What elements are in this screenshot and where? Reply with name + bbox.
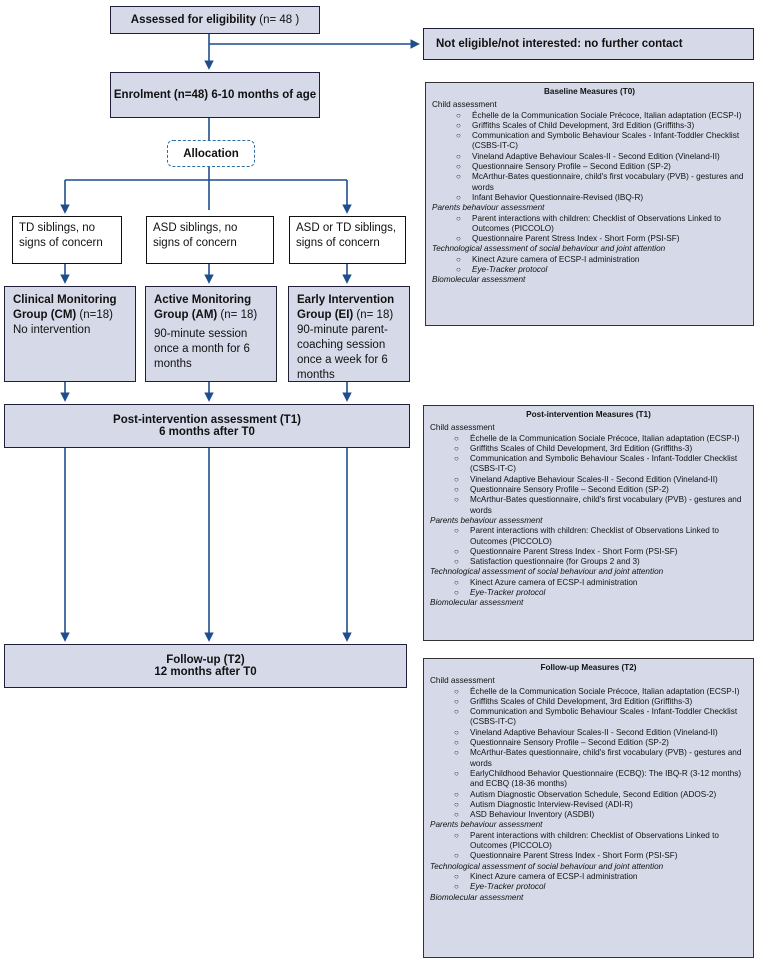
list-item: EarlyChildhood Behavior Questionnaire (E… [454, 769, 747, 790]
baseline-bio-label: Biomolecular assessment [432, 275, 526, 285]
list-item: Griffiths Scales of Child Development, 3… [454, 697, 747, 708]
list-item: Parent interactions with children: Check… [454, 526, 747, 547]
group-cm-desc: No intervention [13, 324, 91, 336]
list-item: Griffiths Scales of Child Development, 3… [456, 121, 747, 132]
list-item: Communication and Symbolic Behaviour Sca… [456, 131, 747, 152]
list-item: McArthur-Bates questionnaire, child's fi… [454, 748, 747, 769]
baseline-parents-list: Parent interactions with children: Check… [432, 214, 747, 245]
baseline-parents-label: Parents behaviour assessment [432, 203, 545, 213]
group-cm-title: Clinical Monitoring Group (CM) [13, 294, 117, 321]
subgroup-td-label: TD siblings, no signs of concern [19, 222, 103, 249]
post-parents-label: Parents behaviour assessment [430, 515, 543, 525]
group-ei-title: Early Intervention Group (EI) [297, 294, 395, 321]
group-ei-box: Early Intervention Group (EI) (n= 18) 90… [288, 286, 410, 382]
baseline-tech-label: Technological assessment of social behav… [432, 244, 666, 254]
post-measures-panel: Post-intervention Measures (T1) Child as… [423, 405, 754, 641]
followup-box: Follow-up (T2) 12 months after T0 [4, 644, 407, 688]
eligibility-box: Assessed for eligibility (n= 48 ) [110, 6, 320, 34]
list-item: Questionnaire Parent Stress Index - Shor… [454, 547, 747, 558]
post-assessment-box: Post-intervention assessment (T1) 6 mont… [4, 404, 410, 448]
list-item: Satisfaction questionnaire (for Groups 2… [454, 557, 747, 568]
subgroup-asd-box: ASD siblings, no signs of concern [146, 216, 274, 264]
list-item: McArthur-Bates questionnaire, child's fi… [456, 172, 747, 193]
list-item: Échelle de la Communication Sociale Préc… [456, 111, 747, 122]
baseline-child-list: Échelle de la Communication Sociale Préc… [432, 111, 747, 204]
list-item: Communication and Symbolic Behaviour Sca… [454, 454, 747, 475]
post-assessment-line2: 6 months after T0 [159, 426, 255, 438]
followup-measures-panel: Follow-up Measures (T2) Child assessment… [423, 658, 754, 958]
list-item: Parent interactions with children: Check… [456, 214, 747, 235]
list-item: Eye-Tracker protocol [454, 588, 747, 599]
not-eligible-label: Not eligible/not interested: no further … [436, 38, 683, 50]
group-am-box: Active Monitoring Group (AM) (n= 18) 90-… [145, 286, 277, 382]
followup-line2: 12 months after T0 [154, 666, 257, 678]
group-cm-n: (n=18) [76, 309, 113, 321]
list-item: Questionnaire Sensory Profile – Second E… [456, 162, 747, 173]
post-child-list: Échelle de la Communication Sociale Préc… [430, 434, 747, 516]
list-item: Kinect Azure camera of ECSP-I administra… [454, 872, 747, 883]
list-item: Questionnaire Parent Stress Index - Shor… [456, 234, 747, 245]
post-assessment-line1: Post-intervention assessment (T1) [113, 414, 301, 426]
list-item: Échelle de la Communication Sociale Préc… [454, 687, 747, 698]
subgroup-td-box: TD siblings, no signs of concern [12, 216, 122, 264]
list-item: Échelle de la Communication Sociale Préc… [454, 434, 747, 445]
enrolment-label: Enrolment (n=48) 6-10 months of age [113, 89, 317, 101]
group-ei-desc: 90-minute parent-coaching session once a… [297, 324, 388, 381]
followup-measures-title: Follow-up Measures (T2) [540, 663, 637, 672]
list-item: Autism Diagnostic Observation Schedule, … [454, 790, 747, 801]
baseline-child-label: Child assessment [432, 100, 497, 110]
post-tech-label: Technological assessment of social behav… [430, 567, 664, 577]
list-item: Questionnaire Parent Stress Index - Shor… [454, 851, 747, 862]
list-item: Questionnaire Sensory Profile – Second E… [454, 738, 747, 749]
eligibility-count: (n= 48 ) [256, 14, 300, 26]
followup-tech-list: Kinect Azure camera of ECSP-I administra… [430, 872, 747, 893]
list-item: Parent interactions with children: Check… [454, 831, 747, 852]
list-item: Vineland Adaptive Behaviour Scales-II - … [454, 475, 747, 486]
post-child-label: Child assessment [430, 423, 495, 433]
eligibility-label: Assessed for eligibility [130, 14, 257, 26]
baseline-measures-title: Baseline Measures (T0) [543, 87, 635, 96]
not-eligible-box: Not eligible/not interested: no further … [423, 28, 754, 60]
list-item: Kinect Azure camera of ECSP-I administra… [454, 578, 747, 589]
baseline-measures-panel: Baseline Measures (T0) Child assessment … [425, 82, 754, 326]
group-ei-n: (n= 18) [353, 309, 394, 321]
list-item: Vineland Adaptive Behaviour Scales-II - … [454, 728, 747, 739]
followup-line1: Follow-up (T2) [166, 654, 245, 666]
followup-parents-list: Parent interactions with children: Check… [430, 831, 747, 862]
followup-tech-label: Technological assessment of social behav… [430, 861, 664, 871]
list-item: ASD Behaviour Inventory (ASDBI) [454, 810, 747, 821]
list-item: McArthur-Bates questionnaire, child's fi… [454, 495, 747, 516]
group-cm-box: Clinical Monitoring Group (CM) (n=18) No… [4, 286, 136, 382]
list-item: Communication and Symbolic Behaviour Sca… [454, 707, 747, 728]
post-measures-title: Post-intervention Measures (T1) [526, 410, 651, 419]
list-item: Eye-Tracker protocol [456, 265, 747, 276]
list-item: Griffiths Scales of Child Development, 3… [454, 444, 747, 455]
list-item: Kinect Azure camera of ECSP-I administra… [456, 255, 747, 266]
group-am-title: Active Monitoring Group (AM) [154, 294, 252, 321]
list-item: Infant Behavior Questionnaire-Revised (I… [456, 193, 747, 204]
list-item: Questionnaire Sensory Profile – Second E… [454, 485, 747, 496]
group-am-n: (n= 18) [217, 309, 258, 321]
allocation-box: Allocation [167, 140, 255, 167]
post-bio-label: Biomolecular assessment [430, 598, 524, 608]
post-tech-list: Kinect Azure camera of ECSP-I administra… [430, 578, 747, 599]
followup-child-label: Child assessment [430, 676, 495, 686]
subgroup-concern-label: ASD or TD siblings, signs of concern [296, 222, 397, 249]
subgroup-asd-label: ASD siblings, no signs of concern [153, 222, 238, 249]
followup-parents-label: Parents behaviour assessment [430, 820, 543, 830]
list-item: Autism Diagnostic Interview-Revised (ADI… [454, 800, 747, 811]
followup-child-list: Échelle de la Communication Sociale Préc… [430, 687, 747, 821]
post-parents-list: Parent interactions with children: Check… [430, 526, 747, 567]
group-am-desc: 90-minute session once a month for 6 mon… [154, 328, 250, 370]
list-item: Vineland Adaptive Behaviour Scales-II - … [456, 152, 747, 163]
baseline-tech-list: Kinect Azure camera of ECSP-I administra… [432, 255, 747, 276]
list-item: Eye-Tracker protocol [454, 882, 747, 893]
subgroup-concern-box: ASD or TD siblings, signs of concern [289, 216, 406, 264]
followup-bio-label: Biomolecular assessment [430, 892, 524, 902]
allocation-label: Allocation [183, 147, 239, 160]
enrolment-box: Enrolment (n=48) 6-10 months of age [110, 72, 320, 118]
